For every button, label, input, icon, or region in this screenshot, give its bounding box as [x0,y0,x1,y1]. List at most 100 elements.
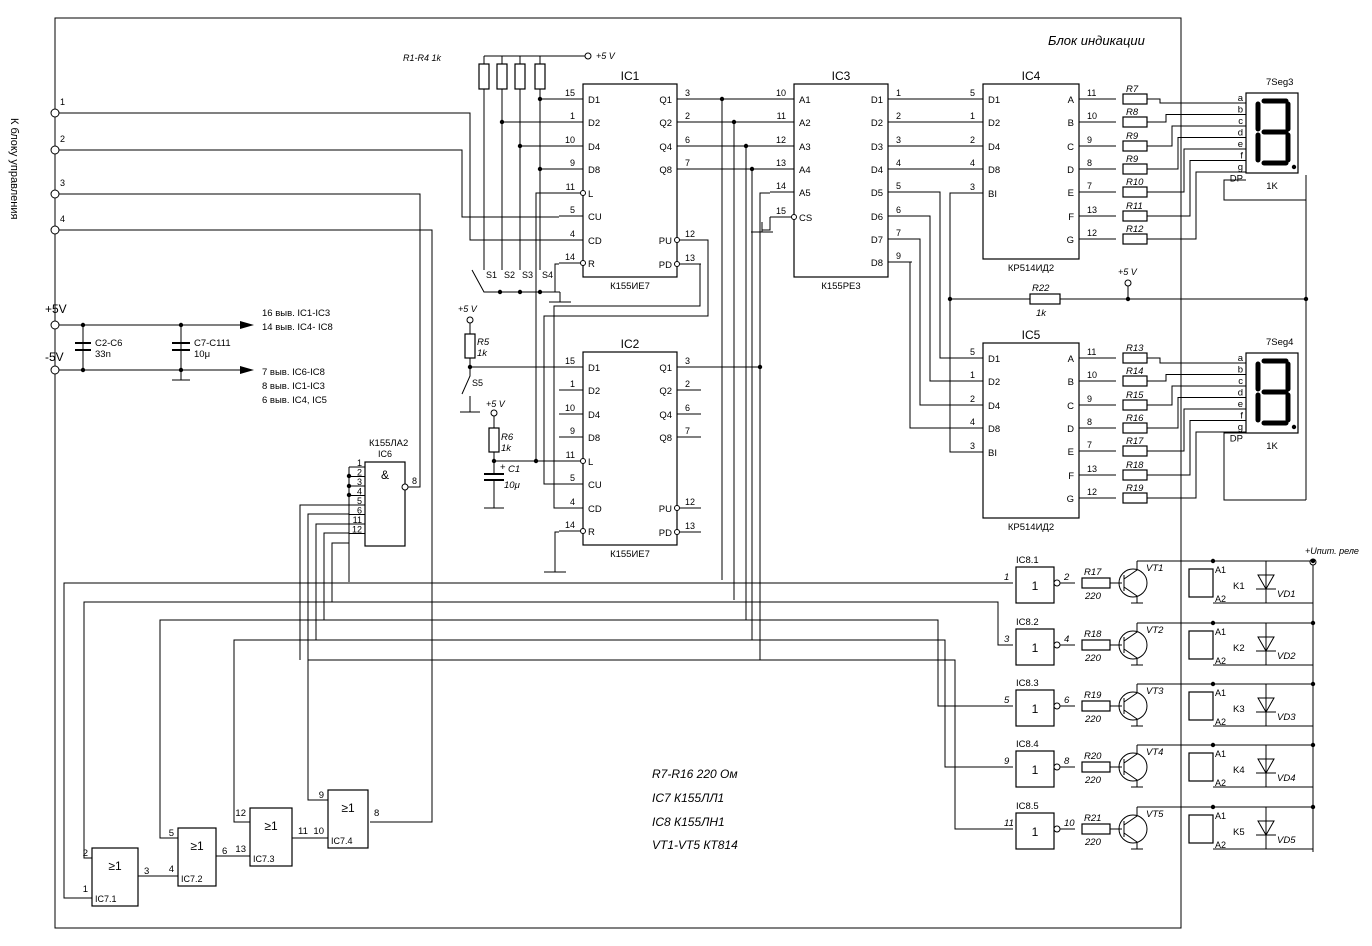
wire [1147,408,1246,452]
buffer-name: IC8.5 [1016,801,1039,812]
wire [912,191,959,359]
resistor-label: R17 [1126,436,1144,447]
resistor-value: 220 [1084,653,1102,664]
relay-pin: A2 [1215,840,1226,850]
resistor-label: R13 [1126,343,1144,354]
resistor-label: R20 [1084,751,1102,762]
cap-value: 10μ [194,349,210,360]
junction-dot [346,483,352,489]
pin-label: B [1068,118,1074,129]
or-symbol: ≥1 [108,859,122,873]
pin-label: D1 [588,363,600,374]
pin-number: 8 [1064,756,1070,767]
segment-pin: DP [1230,434,1243,445]
segment-pin: f [1240,151,1243,162]
terminal [50,225,60,235]
junction-dot [1310,681,1316,687]
terminal [50,145,60,155]
junction-dot [517,143,523,149]
pin-number: 13 [776,158,786,168]
buffer-name: IC8.1 [1016,555,1039,566]
pin-number: 2 [685,111,690,121]
gate-name: IC7.1 [95,894,117,904]
transistor [1118,568,1148,598]
pin-number: 10 [565,403,575,413]
buffer-name: IC8.4 [1016,739,1039,750]
pin-label: L [588,457,593,468]
wire [1147,385,1246,406]
wire [1123,623,1138,642]
junction-dot [178,322,184,328]
transistor-name: VT5 [1146,809,1164,820]
junction-dot [719,96,725,102]
or-gate-ic7.3 [249,807,293,867]
r5-value: 1k [477,348,488,359]
pin-label: D1 [988,354,1000,365]
chip-ic1 [582,83,678,278]
terminal [674,237,680,243]
pin-label: A2 [799,118,811,129]
relay-pin: A1 [1215,627,1226,637]
switch-label: S4 [542,270,553,280]
chip-name: IC3 [832,69,851,83]
vcc-label: +5 V [458,304,478,314]
base-resistor [1081,761,1111,773]
segment-resistor [1122,352,1148,364]
pin-label: PD [659,528,672,539]
wire [554,263,559,292]
pin-number: 5 [570,473,575,483]
pin-label: R [588,527,595,538]
buffer-symbol: 1 [1032,579,1039,593]
switch-label: S5 [472,378,483,388]
buffer-symbol: 1 [1032,702,1039,716]
diode [1257,820,1275,837]
diode-name: VD2 [1277,651,1296,662]
pin-label: D1 [988,95,1000,106]
supply-note: 16 выв. IC1-IC3 [262,308,330,319]
diode [1257,636,1275,653]
pin-label: A [1068,95,1075,106]
relay-name: K4 [1233,765,1245,776]
segment-pin: e [1238,139,1243,150]
junction-dot [533,458,539,464]
resistor-label: R7 [1126,84,1139,95]
transistor [1118,752,1148,782]
relay-supply-label: +Uпит. реле [1305,546,1359,556]
segment-pin: b [1238,105,1243,116]
relay-pin: A1 [1215,749,1226,759]
r5-label: R5 [477,337,490,348]
vcc-label: +5 V [486,399,506,409]
pin-number: 7 [1087,181,1092,191]
wire [59,193,421,488]
pin-number: 11 [777,111,786,121]
resistor-label: R8 [1126,107,1139,118]
terminal-number: 1 [60,97,65,107]
or-gate-ic7.1 [91,847,139,907]
pin-label: A1 [799,95,811,106]
chip-name: IC6 [378,449,392,459]
wire [1147,171,1246,240]
cap-value: 33n [95,349,111,360]
pin-label: D [1067,165,1074,176]
base-resistor [1081,700,1111,712]
wiring [59,55,1314,899]
pin-label: D [1067,424,1074,435]
wire [63,582,1013,899]
wire [1223,179,1306,201]
wire [299,504,349,660]
pin-label: Q8 [659,165,672,176]
diode-name: VD3 [1277,712,1296,723]
wire [1147,98,1246,104]
vcc-label: +5 V [596,51,616,61]
relay-pin: A2 [1215,656,1226,666]
pin-number: 9 [1087,135,1092,145]
switch-label: S2 [504,270,515,280]
transistor-name: VT2 [1146,625,1164,636]
junction-dot [1303,296,1309,302]
pin-number: 4 [357,487,362,497]
r6-value: 1k [501,443,512,454]
wire [471,269,560,293]
cap-label: C2-C6 [95,338,122,349]
segment-pin: b [1238,365,1243,376]
pin-label: Q1 [659,95,672,106]
